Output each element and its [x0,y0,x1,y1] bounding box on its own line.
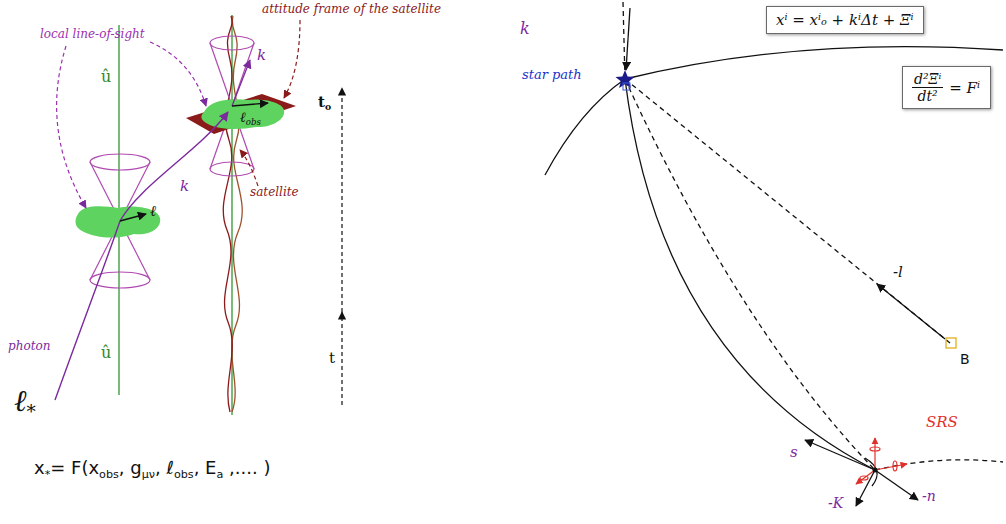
star [616,70,635,88]
star-marker [623,83,630,90]
vector-label: k [520,20,530,38]
subscript: obs [246,117,261,127]
attitude-frame [186,94,296,134]
vector-label: k [257,47,266,64]
formula-line: ℓ* [14,384,36,422]
callout-label: star path [522,68,582,82]
vector-label: û [101,344,111,362]
leader-lines [57,20,300,208]
vector-label: s [790,444,798,461]
fraction: d²Ξⁱdt² [912,71,943,104]
orbits [545,2,1003,486]
time-axis [341,88,342,405]
callout-label: local line-of-sight [40,28,145,41]
subscript: μν [142,468,155,481]
formula-box: xⁱ = xⁱₒ + kⁱΔt + Ξⁱ [766,6,924,34]
formula-part: , E [194,457,217,478]
point-label: B [960,352,970,367]
frame-label: SRS [926,414,958,431]
barycentre-marker [946,338,956,348]
formula-line: ℓobs [240,110,261,128]
vector-label: ℓ [240,109,246,125]
subscript: obs [174,468,194,481]
formula-line: x*= F(xobs, gμν, ℓobs, Ea ,.... ) [34,458,270,481]
photon-path [55,112,228,400]
callout-label: attitude frame of the satellite [262,3,441,16]
formula-box: d²Ξⁱdt² = Fⁱ [902,66,991,109]
local-sky-patch [76,206,161,237]
subscript: obs [99,468,119,481]
vector-label: ℓ [150,203,156,220]
vector-label: û [101,68,111,86]
formula-part: x [34,457,45,478]
formula-text: dt² [918,88,938,104]
formula-text: d²Ξⁱ [912,71,943,88]
subscript: * [27,401,36,422]
vectors [120,60,268,221]
subscript: a [216,468,223,481]
vector-label: -l [893,264,903,281]
time-label: t [329,350,335,367]
srs-axes [856,438,907,484]
math-symbol: ℓ [14,383,27,418]
formula-text: = Fⁱ [949,79,980,97]
formula-part: , g [119,457,142,478]
formula-part: ,.... ) [223,457,270,478]
subscript: * [45,468,51,481]
formula-part: , ℓ [155,457,174,478]
time-label: t [318,93,325,111]
vector-label: -n [922,489,936,504]
vector-label: -K [828,496,843,511]
vector-label: k [180,178,189,195]
local-sky-patch [201,99,284,129]
callout-label: satellite [250,186,299,199]
direction-vectors [805,440,918,506]
formula-part: = F(x [50,457,99,478]
callout-label: photon [8,340,50,353]
formula-line: to [318,94,331,112]
subscript: o [325,101,331,112]
formula-text: xⁱ = xⁱₒ + kⁱΔt + Ξⁱ [776,11,914,29]
